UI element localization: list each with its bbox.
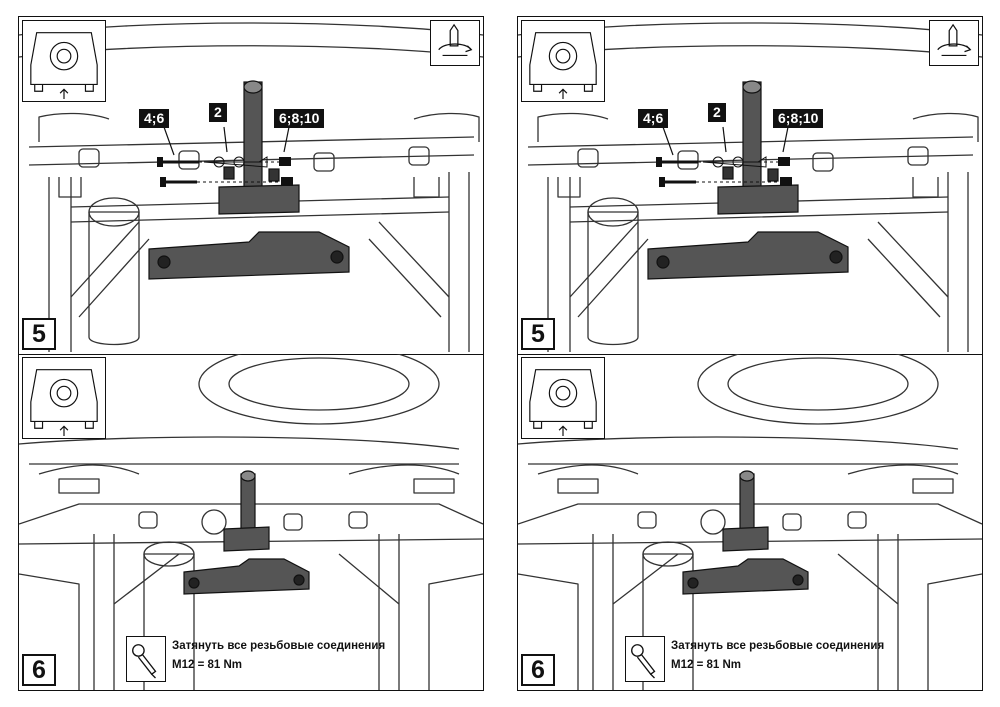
torque-wrench-icon <box>132 644 157 679</box>
car-rear-view-thumbnail <box>22 20 106 102</box>
step-number: 5 <box>22 318 56 350</box>
step-6-drawing <box>518 354 982 690</box>
step-5-panel: 4;6 2 6;8;10 5 <box>518 17 982 355</box>
car-rear-view-thumbnail <box>521 20 605 102</box>
torque-note-line-2: M12 = 81 Nm <box>172 659 242 671</box>
car-rear-view-thumbnail <box>521 357 605 439</box>
step-6-panel: Затянуть все резьбовые соединения M12 = … <box>19 354 483 690</box>
instruction-sheet-left: 4;6 2 6;8;10 5 <box>18 16 484 691</box>
bolts-label: 4;6 <box>139 109 170 128</box>
car-rear-view-icon <box>30 32 98 100</box>
step-5-panel: 4;6 2 6;8;10 5 <box>19 17 483 355</box>
instruction-sheet-right: 4;6 2 6;8;10 5 <box>517 16 983 691</box>
torque-note: Затянуть все резьбовые соединения M12 = … <box>671 637 884 675</box>
step-5-drawing <box>518 22 982 352</box>
step-number: 5 <box>521 318 555 350</box>
step-number: 6 <box>521 654 555 686</box>
car-rear-view-icon <box>529 32 597 100</box>
torque-note-line-2: M12 = 81 Nm <box>671 659 741 671</box>
hand-tighten-icon <box>937 23 972 57</box>
torque-note-line-1: Затянуть все резьбовые соединения <box>172 640 386 652</box>
step-6-panel: Затянуть все резьбовые соединения M12 = … <box>518 354 982 690</box>
torque-wrench-box <box>625 636 665 682</box>
nuts-label: 6;8;10 <box>773 109 824 128</box>
bolts-label: 4;6 <box>638 109 669 128</box>
hand-tighten-box <box>929 20 979 66</box>
nuts-label: 6;8;10 <box>274 109 325 128</box>
car-rear-view-thumbnail <box>22 357 106 439</box>
hand-tighten-box <box>430 20 480 66</box>
step-5-drawing <box>19 22 483 352</box>
torque-wrench-icon <box>631 644 656 679</box>
part-label: 2 <box>209 103 227 122</box>
torque-wrench-box <box>126 636 166 682</box>
torque-note-line-1: Затянуть все резьбовые соединения <box>671 640 885 652</box>
step-6-drawing <box>19 354 483 690</box>
car-rear-view-icon <box>529 369 597 437</box>
hand-tighten-icon <box>438 23 473 57</box>
part-label: 2 <box>708 103 726 122</box>
torque-note: Затянуть все резьбовые соединения M12 = … <box>172 637 385 675</box>
step-number: 6 <box>22 654 56 686</box>
car-rear-view-icon <box>30 369 98 437</box>
